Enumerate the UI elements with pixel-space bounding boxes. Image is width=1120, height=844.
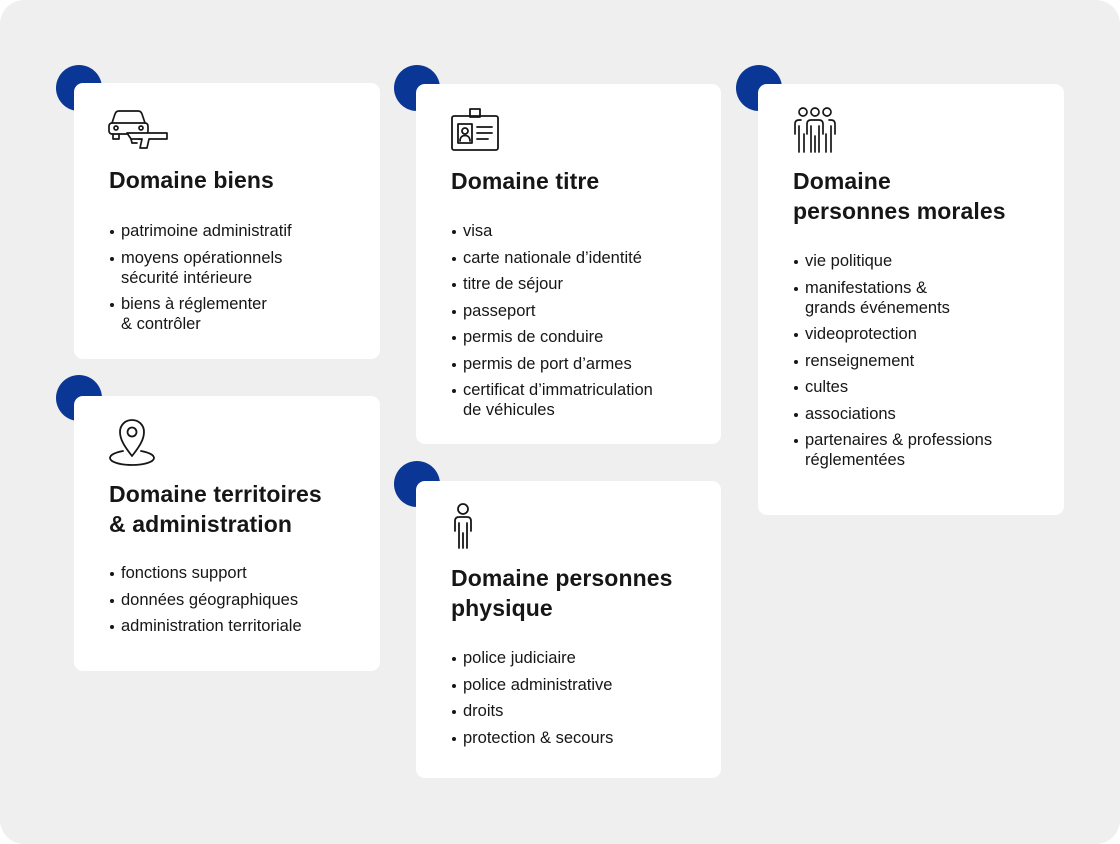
card-domaine-territoires: Domaine territoires& administration fonc…: [74, 396, 380, 671]
location-pin-icon: [107, 416, 159, 468]
list-item: fonctions support: [109, 563, 366, 583]
list-item: passeport: [451, 301, 707, 321]
card-title: Domaine titre: [451, 168, 600, 194]
card-item-list: vie politique manifestations &grands évén…: [793, 251, 1050, 477]
list-item: cultes: [793, 377, 1050, 397]
list-item: permis de port d’armes: [451, 354, 707, 374]
list-item: associations: [793, 404, 1050, 424]
card-domaine-biens: Domaine biens patrimoine administratif mo…: [74, 83, 380, 359]
list-item: protection & secours: [451, 728, 707, 748]
list-item: biens à réglementer& contrôler: [109, 294, 366, 334]
list-item: permis de conduire: [451, 327, 707, 347]
group-of-people-icon: [793, 104, 841, 156]
card-title: Domaine territoires& administration: [109, 481, 322, 537]
list-item: patrimoine administratif: [109, 221, 366, 241]
card-item-list: police judiciaire police administrative dr…: [451, 648, 707, 754]
card-domaine-titre: Domaine titre visa carte nationale d’iden…: [416, 84, 721, 444]
card-item-list: visa carte nationale d’identité titre de s…: [451, 221, 707, 427]
car-and-gun-icon: [107, 103, 173, 151]
list-item: police administrative: [451, 675, 707, 695]
card-title: Domaine biens: [109, 167, 274, 193]
list-item: administration territoriale: [109, 616, 366, 636]
list-item: visa: [451, 221, 707, 241]
list-item: carte nationale d’identité: [451, 248, 707, 268]
person-icon: [451, 501, 477, 551]
list-item: police judiciaire: [451, 648, 707, 668]
card-item-list: fonctions support données géographiques ad…: [109, 563, 366, 643]
list-item: titre de séjour: [451, 274, 707, 294]
list-item: renseignement: [793, 351, 1050, 371]
id-badge-icon: [450, 106, 500, 152]
card-item-list: patrimoine administratif moyens opération…: [109, 221, 366, 341]
list-item: manifestations &grands événements: [793, 278, 1050, 318]
list-item: videoprotection: [793, 324, 1050, 344]
list-item: vie politique: [793, 251, 1050, 271]
list-item: données géographiques: [109, 590, 366, 610]
list-item: droits: [451, 701, 707, 721]
